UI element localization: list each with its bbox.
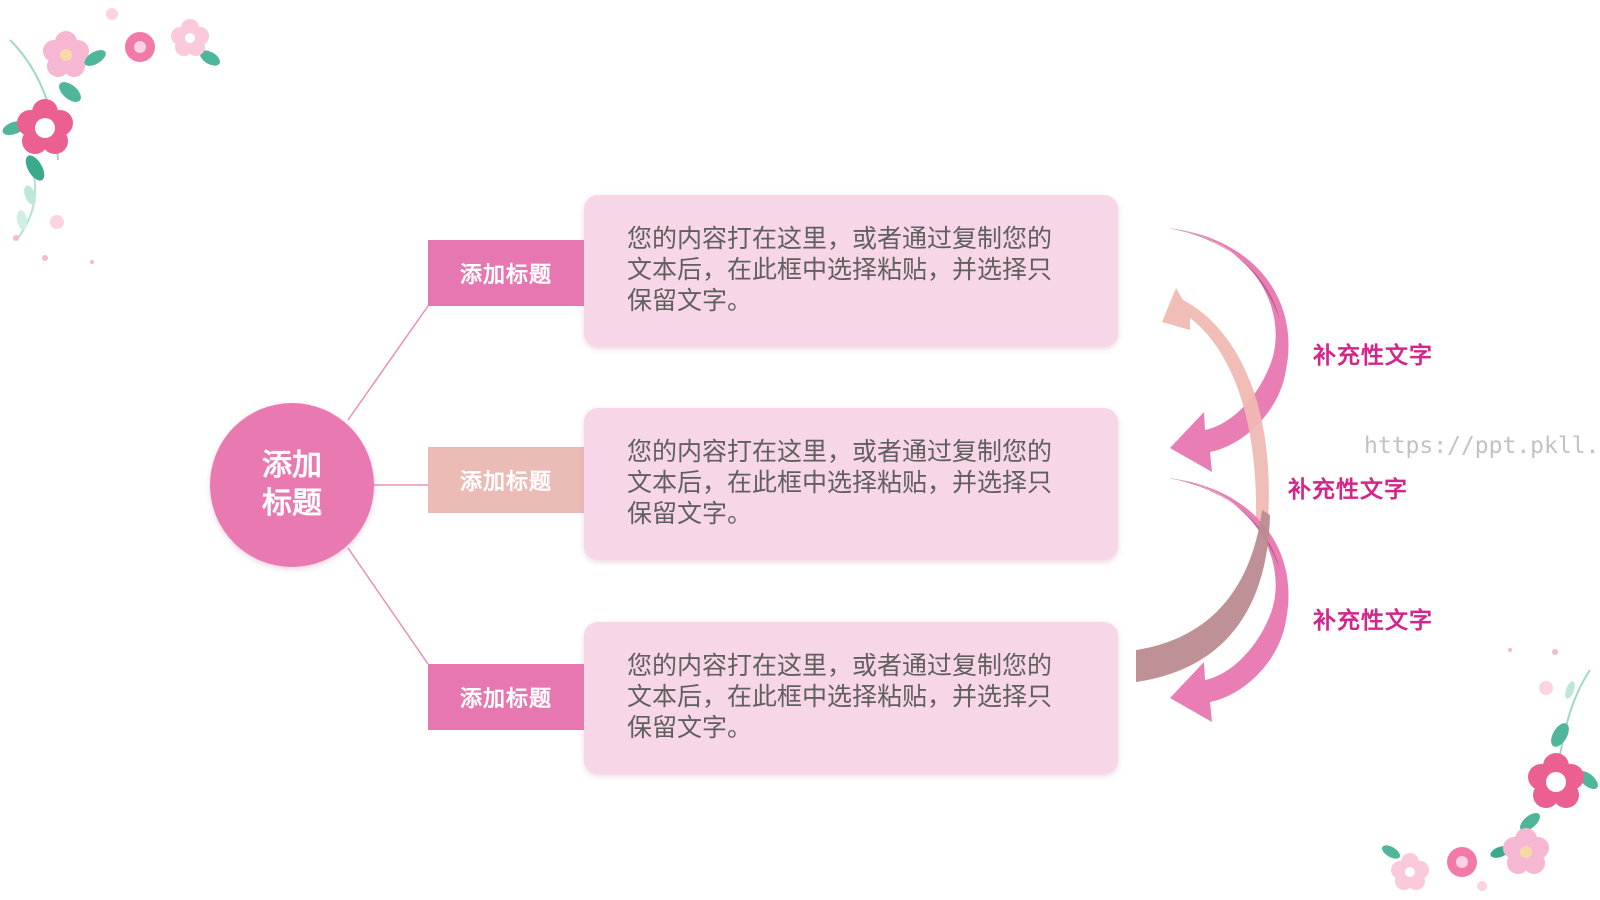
flower-decoration-icon: [1391, 648, 1584, 891]
title-tag-2: 添加标题: [428, 447, 584, 513]
curved-arrow-icon: [1162, 288, 1269, 520]
connector-line-bottom: [347, 547, 429, 665]
side-label-3: 补充性文字: [1313, 608, 1433, 634]
side-label-1: 补充性文字: [1313, 343, 1433, 369]
curved-arrow-icon: [1168, 478, 1289, 722]
center-topic-label: 添加标题: [262, 448, 322, 521]
content-text-2: 您的内容打在这里，或者通过复制您的文本后，在此框中选择粘贴，并选择只保留文字。: [627, 437, 1053, 528]
connector-line-top: [347, 305, 429, 421]
center-topic-circle: 添加标题: [210, 403, 374, 567]
side-label-2: 补充性文字: [1288, 477, 1408, 503]
content-box-2: 您的内容打在这里，或者通过复制您的文本后，在此框中选择粘贴，并选择只保留文字。: [584, 408, 1118, 560]
curved-arrow-icon: [1136, 510, 1270, 682]
title-tag-3: 添加标题: [428, 664, 584, 730]
content-text-1: 您的内容打在这里，或者通过复制您的文本后，在此框中选择粘贴，并选择只保留文字。: [627, 224, 1053, 315]
content-box-1: 您的内容打在这里，或者通过复制您的文本后，在此框中选择粘贴，并选择只保留文字。: [584, 195, 1118, 347]
content-box-3: 您的内容打在这里，或者通过复制您的文本后，在此框中选择粘贴，并选择只保留文字。: [584, 622, 1118, 774]
content-text-3: 您的内容打在这里，或者通过复制您的文本后，在此框中选择粘贴，并选择只保留文字。: [627, 651, 1053, 742]
title-tag-1: 添加标题: [428, 240, 584, 306]
watermark-text: https://ppt.pkll.de: [1364, 433, 1600, 459]
flower-decoration-icon: [13, 8, 209, 264]
